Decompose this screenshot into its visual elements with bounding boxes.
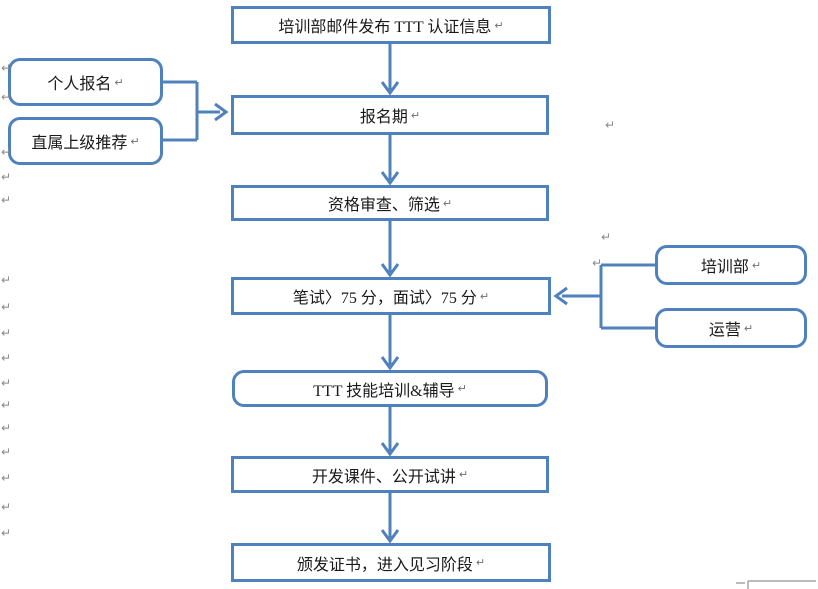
return-mark: ↵ [1, 376, 12, 390]
step-exam[interactable]: 笔试〉75 分，面试〉75 分↵ [231, 277, 551, 315]
return-mark: ↵ [1, 273, 12, 287]
return-mark: ↵ [494, 18, 504, 32]
step-certificate-label: 颁发证书，进入见习阶段 [296, 556, 473, 574]
step-registration[interactable]: 报名期↵ [231, 95, 549, 135]
reviewer-training-dept[interactable]: 培训部↵ [655, 245, 807, 285]
return-mark: ↵ [475, 556, 486, 569]
return-mark: ↵ [479, 289, 490, 303]
return-mark: ↵ [601, 230, 612, 244]
return-mark: ↵ [1, 300, 12, 314]
input-supervisor-recommendation-label: 直属上级推荐 [31, 135, 128, 152]
return-mark: ↵ [1, 398, 12, 412]
return-mark: ↵ [457, 382, 467, 395]
return-mark: ↵ [410, 108, 421, 122]
step-announcement-label: 培训部邮件发布 TTT 认证信息 [278, 19, 492, 36]
step-announcement[interactable]: 培训部邮件发布 TTT 认证信息↵ [231, 6, 551, 44]
step-courseware-label: 开发课件、公开试讲 [311, 468, 456, 486]
return-mark: ↵ [1, 61, 12, 75]
flow-arrow-2 [380, 135, 400, 186]
reviewer-operations-label: 运营 [708, 322, 741, 339]
left-merge-connector [163, 80, 229, 142]
return-mark: ↵ [442, 196, 453, 210]
return-mark: ↵ [1, 526, 12, 540]
return-mark: ↵ [751, 258, 762, 272]
reviewer-training-dept-label: 培训部 [700, 259, 749, 276]
return-mark: ↵ [114, 75, 124, 89]
input-self-signup[interactable]: 个人报名↵ [8, 58, 163, 106]
return-mark: ↵ [1, 445, 12, 459]
flow-arrow-6 [380, 493, 400, 544]
return-mark: ↵ [1, 145, 12, 159]
return-mark: ↵ [1, 421, 12, 435]
input-supervisor-recommendation[interactable]: 直属上级推荐↵ [8, 117, 163, 165]
return-mark: ↵ [1, 500, 12, 514]
return-mark: ↵ [1, 351, 12, 365]
step-screening[interactable]: 资格审查、筛选↵ [231, 185, 549, 221]
step-registration-label: 报名期 [359, 109, 408, 126]
step-skill-training-label: TTT 技能培训&辅导 [313, 382, 455, 400]
return-mark: ↵ [592, 256, 603, 270]
flow-arrow-3 [380, 221, 400, 278]
return-mark: ↵ [1, 170, 12, 184]
flow-arrow-5 [380, 407, 400, 457]
step-exam-label: 笔试〉75 分，面试〉75 分 [292, 290, 477, 307]
step-courseware[interactable]: 开发课件、公开试讲↵ [231, 456, 549, 493]
return-mark: ↵ [1, 471, 12, 485]
right-merge-connector [553, 263, 655, 330]
step-screening-label: 资格审查、筛选 [327, 197, 440, 214]
return-mark: ↵ [1, 90, 12, 104]
step-skill-training[interactable]: TTT 技能培训&辅导↵ [232, 370, 548, 407]
return-mark: ↵ [130, 134, 140, 148]
flow-arrow-1 [380, 44, 400, 96]
reviewer-operations[interactable]: 运营↵ [655, 308, 807, 348]
step-certificate[interactable]: 颁发证书，进入见习阶段↵ [231, 543, 551, 582]
input-self-signup-label: 个人报名 [47, 76, 112, 93]
return-mark: ↵ [458, 468, 469, 481]
return-mark: ↵ [1, 326, 12, 340]
return-mark: ↵ [743, 321, 754, 335]
return-mark: ↵ [1, 193, 12, 207]
flow-arrow-4 [380, 315, 400, 371]
return-mark: ↵ [605, 118, 616, 132]
